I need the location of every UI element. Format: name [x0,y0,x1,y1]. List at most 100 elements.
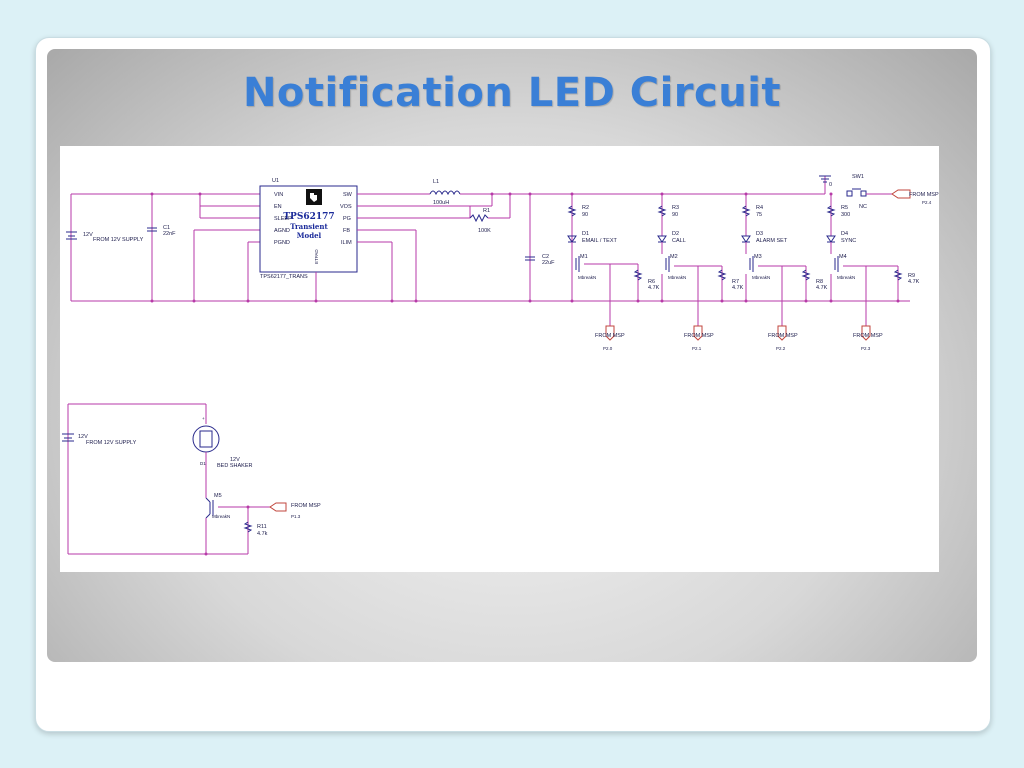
u1-pin-agnd: AGND [274,228,290,234]
led-channel-3 [741,194,811,326]
port-p22-pin: P2.2 [776,346,786,351]
ti-logo-icon [306,189,322,205]
motor-label-2: BED SHAKER [217,463,252,469]
port-p21-pin: P2.1 [692,346,702,351]
d3-ref: D3 [756,231,763,237]
supply1-label: 12V [83,232,93,238]
c2-ref: C2 [542,254,549,260]
u1-pin-fb: FB [343,228,350,234]
r3-value: 90 [672,212,678,218]
r7-value: 4.7K [732,285,744,291]
shaker-junction-dots [204,505,250,556]
r1-ref: R1 [483,208,490,214]
m1-ref: M1 [580,254,588,260]
sw1-state: NC [859,204,867,210]
port-top-pin: P2.4 [922,200,932,205]
port-p23-pin: P2.3 [861,346,871,351]
port-from-msp-p13 [269,502,287,512]
m4-ref: M4 [839,254,847,260]
r9-ref: R9 [908,273,915,279]
schematic-svg: 12V FROM 12V SUPPLY C1 22nF U1 TPS62177 … [62,174,939,556]
capacitor-c1 [147,227,157,232]
u1-pin-vos: VOS [340,204,352,210]
slide-title: Notification LED Circuit [242,70,782,116]
motor-icon [192,425,220,453]
d2-ref: D2 [672,231,679,237]
u1-pin-ilim: ILIM [341,240,352,246]
l1-value: 100uH [433,200,449,206]
r2-ref: R2 [582,205,589,211]
d4-name: SYNC [841,238,856,244]
m4-part: MbreakN [837,275,855,280]
m2-part: MbreakN [668,275,686,280]
port-p22-label: FROM MSP [768,333,798,339]
u1-pin-en: EN [274,204,282,210]
port-p23-label: FROM MSP [853,333,883,339]
u1-pad: ETPAD [314,249,319,264]
mosfet-m5 [205,497,214,519]
u1-pin-pg: PG [343,216,351,222]
r8-ref: R8 [816,279,823,285]
switch-sw1-icon [846,188,867,197]
d4-ref: D4 [841,231,848,237]
port-p20-pin: P2.0 [603,346,613,351]
r1-value: 100K [478,228,491,234]
m1-part: MbreakN [578,275,596,280]
u1-part-line1: TPS62177 [283,212,334,222]
r9-value: 4.7K [908,279,920,285]
r4-value: 75 [756,212,762,218]
m2-ref: M2 [670,254,678,260]
d3-name: ALARM SET [756,238,788,244]
r5-value: 300 [841,212,850,218]
c1-value: 22nF [163,231,176,237]
u1-pin-sleep: SLEEP [274,216,292,222]
sw1-ref: SW1 [852,174,864,180]
resistor-r1 [469,213,489,223]
d1-name: EMAIL / TEXT [582,238,617,244]
motor-pin-minus: D1 [200,461,206,466]
port-top-label: FROM MSP [909,192,939,198]
d1-ref: D1 [582,231,589,237]
ground-label: 0 [829,182,832,188]
r3-ref: R3 [672,205,679,211]
u1-pin-sw: SW [343,192,353,198]
inductor-l1 [429,190,461,196]
supply2-label: 12V [78,434,88,440]
r5-ref: R5 [841,205,848,211]
u1-chip [259,185,358,273]
u1-pin-vin: VIN [274,192,283,198]
port-from-msp-p23 [861,325,871,341]
supply2-desc: FROM 12V SUPPLY [86,440,137,446]
m3-part: MbreakN [752,275,770,280]
r7-ref: R7 [732,279,739,285]
m5-ref: M5 [214,493,222,499]
u1-part-line3: Model [297,231,322,240]
supply1-desc: FROM 12V SUPPLY [93,237,144,243]
port-from-msp-p21 [693,325,703,341]
r6-ref: R6 [648,279,655,285]
r11-value: 4.7k [257,531,268,537]
resistor-r11 [243,521,253,533]
l1-ref: L1 [433,179,439,185]
battery-12v-supply-2 [62,433,74,442]
r4-ref: R4 [756,205,763,211]
led-channel-1 [567,194,643,326]
m3-ref: M3 [754,254,762,260]
motor-pin-plus: + [202,416,205,421]
c2-value: 22uF [542,260,555,266]
r2-value: 90 [582,212,588,218]
port-from-msp-p20 [605,325,615,341]
motor-label-1: 12V [230,457,240,463]
r11-ref: R11 [257,524,267,530]
led-channel-2 [657,194,727,326]
m5-part: MbreakN [212,514,230,519]
port-m5-label: FROM MSP [291,503,321,509]
led-channel-4 [826,194,903,326]
u1-name: TPS62177_TRANS [260,274,308,280]
capacitor-c2 [525,256,535,261]
circuit-schematic: 12V FROM 12V SUPPLY C1 22nF U1 TPS62177 … [60,146,939,572]
port-from-msp-p22 [777,325,787,341]
u1-pin-pgnd: PGND [274,240,290,246]
port-p20-label: FROM MSP [595,333,625,339]
port-from-msp-p24 [891,189,911,199]
